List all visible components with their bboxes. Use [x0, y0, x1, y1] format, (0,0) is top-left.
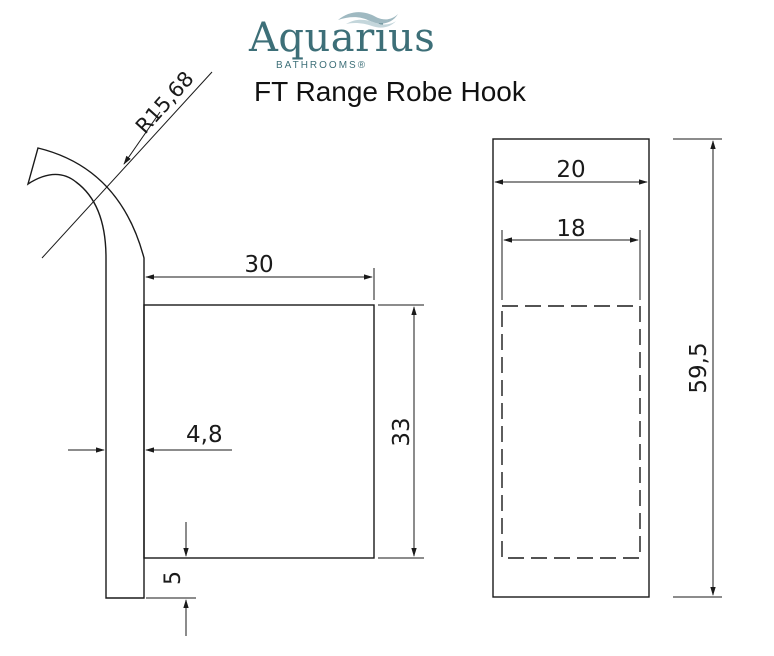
front-view: [492, 138, 722, 598]
hook-outline: [26, 147, 145, 599]
height-label: 33: [389, 417, 415, 446]
bottom-label: 5: [161, 571, 186, 585]
brand-logo: Aquarius: [249, 12, 435, 64]
side-view: [26, 71, 424, 636]
hidden-plate-outline: [501, 305, 641, 559]
front-outline: [492, 138, 650, 598]
backplate-outline: [143, 304, 375, 559]
total-height-label: 59,5: [686, 342, 712, 393]
brand-name: Aquarius: [249, 15, 436, 61]
inner-width-label: 18: [556, 216, 585, 242]
brand-tagline: BATHROOMS®: [276, 60, 368, 71]
outer-width-label: 20: [556, 157, 585, 183]
product-title: FT Range Robe Hook: [254, 76, 526, 107]
radius-arrow: [123, 111, 161, 165]
radius-label: R15,68: [131, 67, 199, 139]
width-label: 30: [244, 252, 273, 278]
thickness-label: 4,8: [186, 422, 223, 448]
radius-leader: [41, 71, 213, 259]
logo-wave-icon: [338, 12, 398, 28]
